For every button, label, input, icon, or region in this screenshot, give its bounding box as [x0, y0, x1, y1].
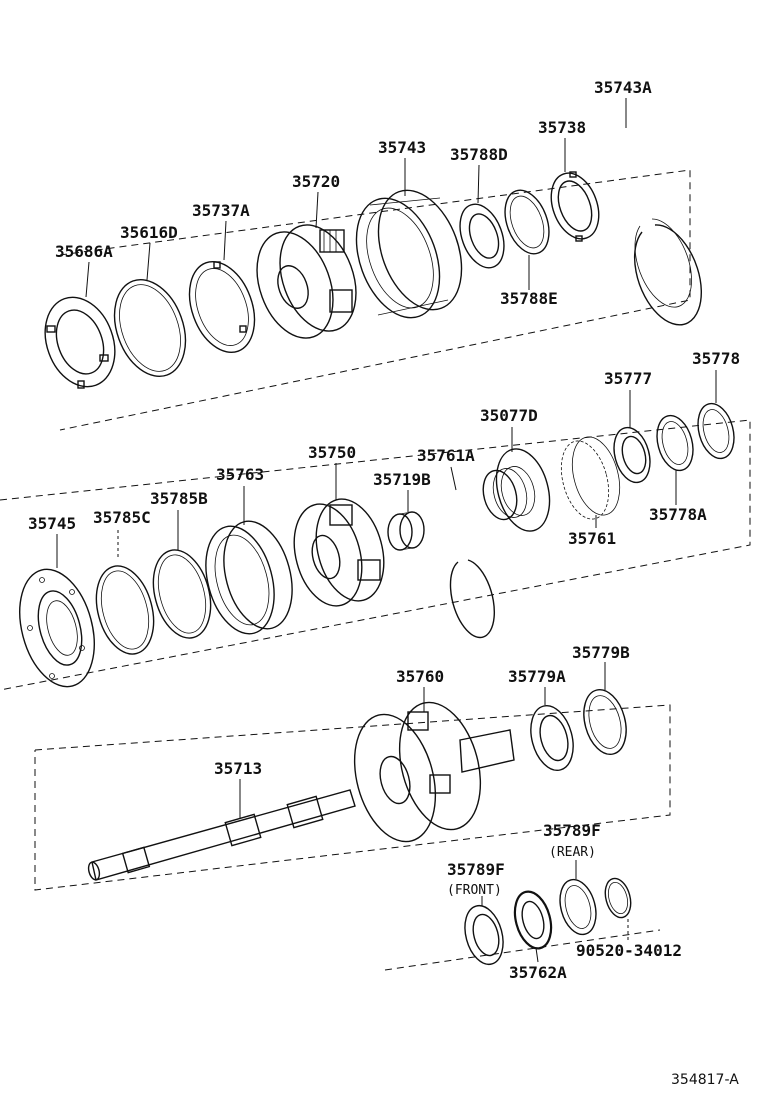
label-35761A: 35761A [417, 446, 475, 465]
label-35778A: 35778A [649, 505, 707, 524]
part-35743-ring-gear[interactable] [341, 179, 477, 330]
part-35788D-thrust-race[interactable] [452, 198, 512, 274]
label-rear-note: (REAR) [549, 845, 596, 860]
part-35762A-thrust-needle-bearing[interactable] [509, 888, 557, 953]
part-35789F-rear-thrust-race[interactable] [554, 876, 601, 939]
label-35789F-front: 35789F [447, 860, 505, 879]
label-35789F-rear: 35789F [543, 821, 601, 840]
bearing-group-frame [384, 929, 661, 971]
label-35686A: 35686A [55, 242, 113, 261]
upper-assembly-frame [59, 169, 691, 431]
part-35788E-thrust-race[interactable] [497, 184, 557, 260]
label-35785B: 35785B [150, 489, 208, 508]
part-35738-thrust-washer[interactable] [543, 167, 608, 246]
label-35779A: 35779A [508, 667, 566, 686]
part-35743A-snap-ring[interactable] [633, 218, 702, 326]
part-35720-planetary-carrier[interactable] [243, 214, 369, 348]
figure-code: 354817-A [671, 1072, 739, 1088]
label-35720: 35720 [292, 172, 340, 191]
part-35750-planetary-carrier[interactable] [284, 491, 395, 613]
part-35616D-clutch-plate[interactable] [102, 270, 198, 387]
part-35763-ring-gear[interactable] [195, 514, 303, 642]
label-35760: 35760 [396, 667, 444, 686]
label-35719B: 35719B [373, 470, 431, 489]
part-35778-thrust-bearing[interactable] [692, 400, 739, 463]
part-35789F-front-thrust-race[interactable] [459, 901, 509, 968]
part-90520-34012-snap-ring[interactable] [601, 876, 635, 921]
label-35762A: 35762A [509, 963, 567, 982]
label-35785C: 35785C [93, 508, 151, 527]
label-front-note: (FRONT) [447, 883, 502, 898]
label-35750: 35750 [308, 443, 356, 462]
label-35778: 35778 [692, 349, 740, 368]
middle-assembly-frame [0, 419, 751, 691]
part-35719B-needle-bearing[interactable] [387, 511, 425, 551]
label-35779B: 35779B [572, 643, 630, 662]
label-35713: 35713 [214, 759, 262, 778]
part-35745-brake-hub-flange[interactable] [8, 561, 107, 695]
label-35743A: 35743A [594, 78, 652, 97]
part-35778A-thrust-race[interactable] [651, 412, 698, 475]
part-35760-planetary-drum[interactable] [341, 693, 515, 850]
part-35737A-clutch-disc[interactable] [178, 253, 267, 362]
part-35686A-thrust-washer[interactable] [33, 287, 126, 396]
part-35077D-one-way-clutch[interactable] [478, 443, 558, 537]
label-35777: 35777 [604, 369, 652, 388]
label-35761: 35761 [568, 529, 616, 548]
part-35785C-thrust-washer[interactable] [87, 560, 162, 661]
part-35761-sprag-race[interactable] [553, 432, 627, 525]
label-35763: 35763 [216, 465, 264, 484]
part-35761A-snap-ring[interactable] [449, 559, 495, 639]
label-35616D: 35616D [120, 223, 178, 242]
label-35788D: 35788D [450, 145, 508, 164]
leader-lines [56, 98, 717, 963]
part-35779A-thrust-race[interactable] [524, 701, 580, 775]
label-35743: 35743 [378, 138, 426, 157]
label-35077D: 35077D [480, 406, 538, 425]
label-35738: 35738 [538, 118, 586, 137]
part-35785B-thrust-washer[interactable] [144, 544, 219, 645]
label-35745: 35745 [28, 514, 76, 533]
part-35777-thrust-race[interactable] [608, 424, 655, 487]
label-35737A: 35737A [192, 201, 250, 220]
label-90520-34012: 90520-34012 [576, 941, 682, 960]
label-35788E: 35788E [500, 289, 558, 308]
part-35779B-thrust-bearing[interactable] [577, 685, 633, 759]
part-35713-intermediate-shaft[interactable] [87, 789, 356, 881]
